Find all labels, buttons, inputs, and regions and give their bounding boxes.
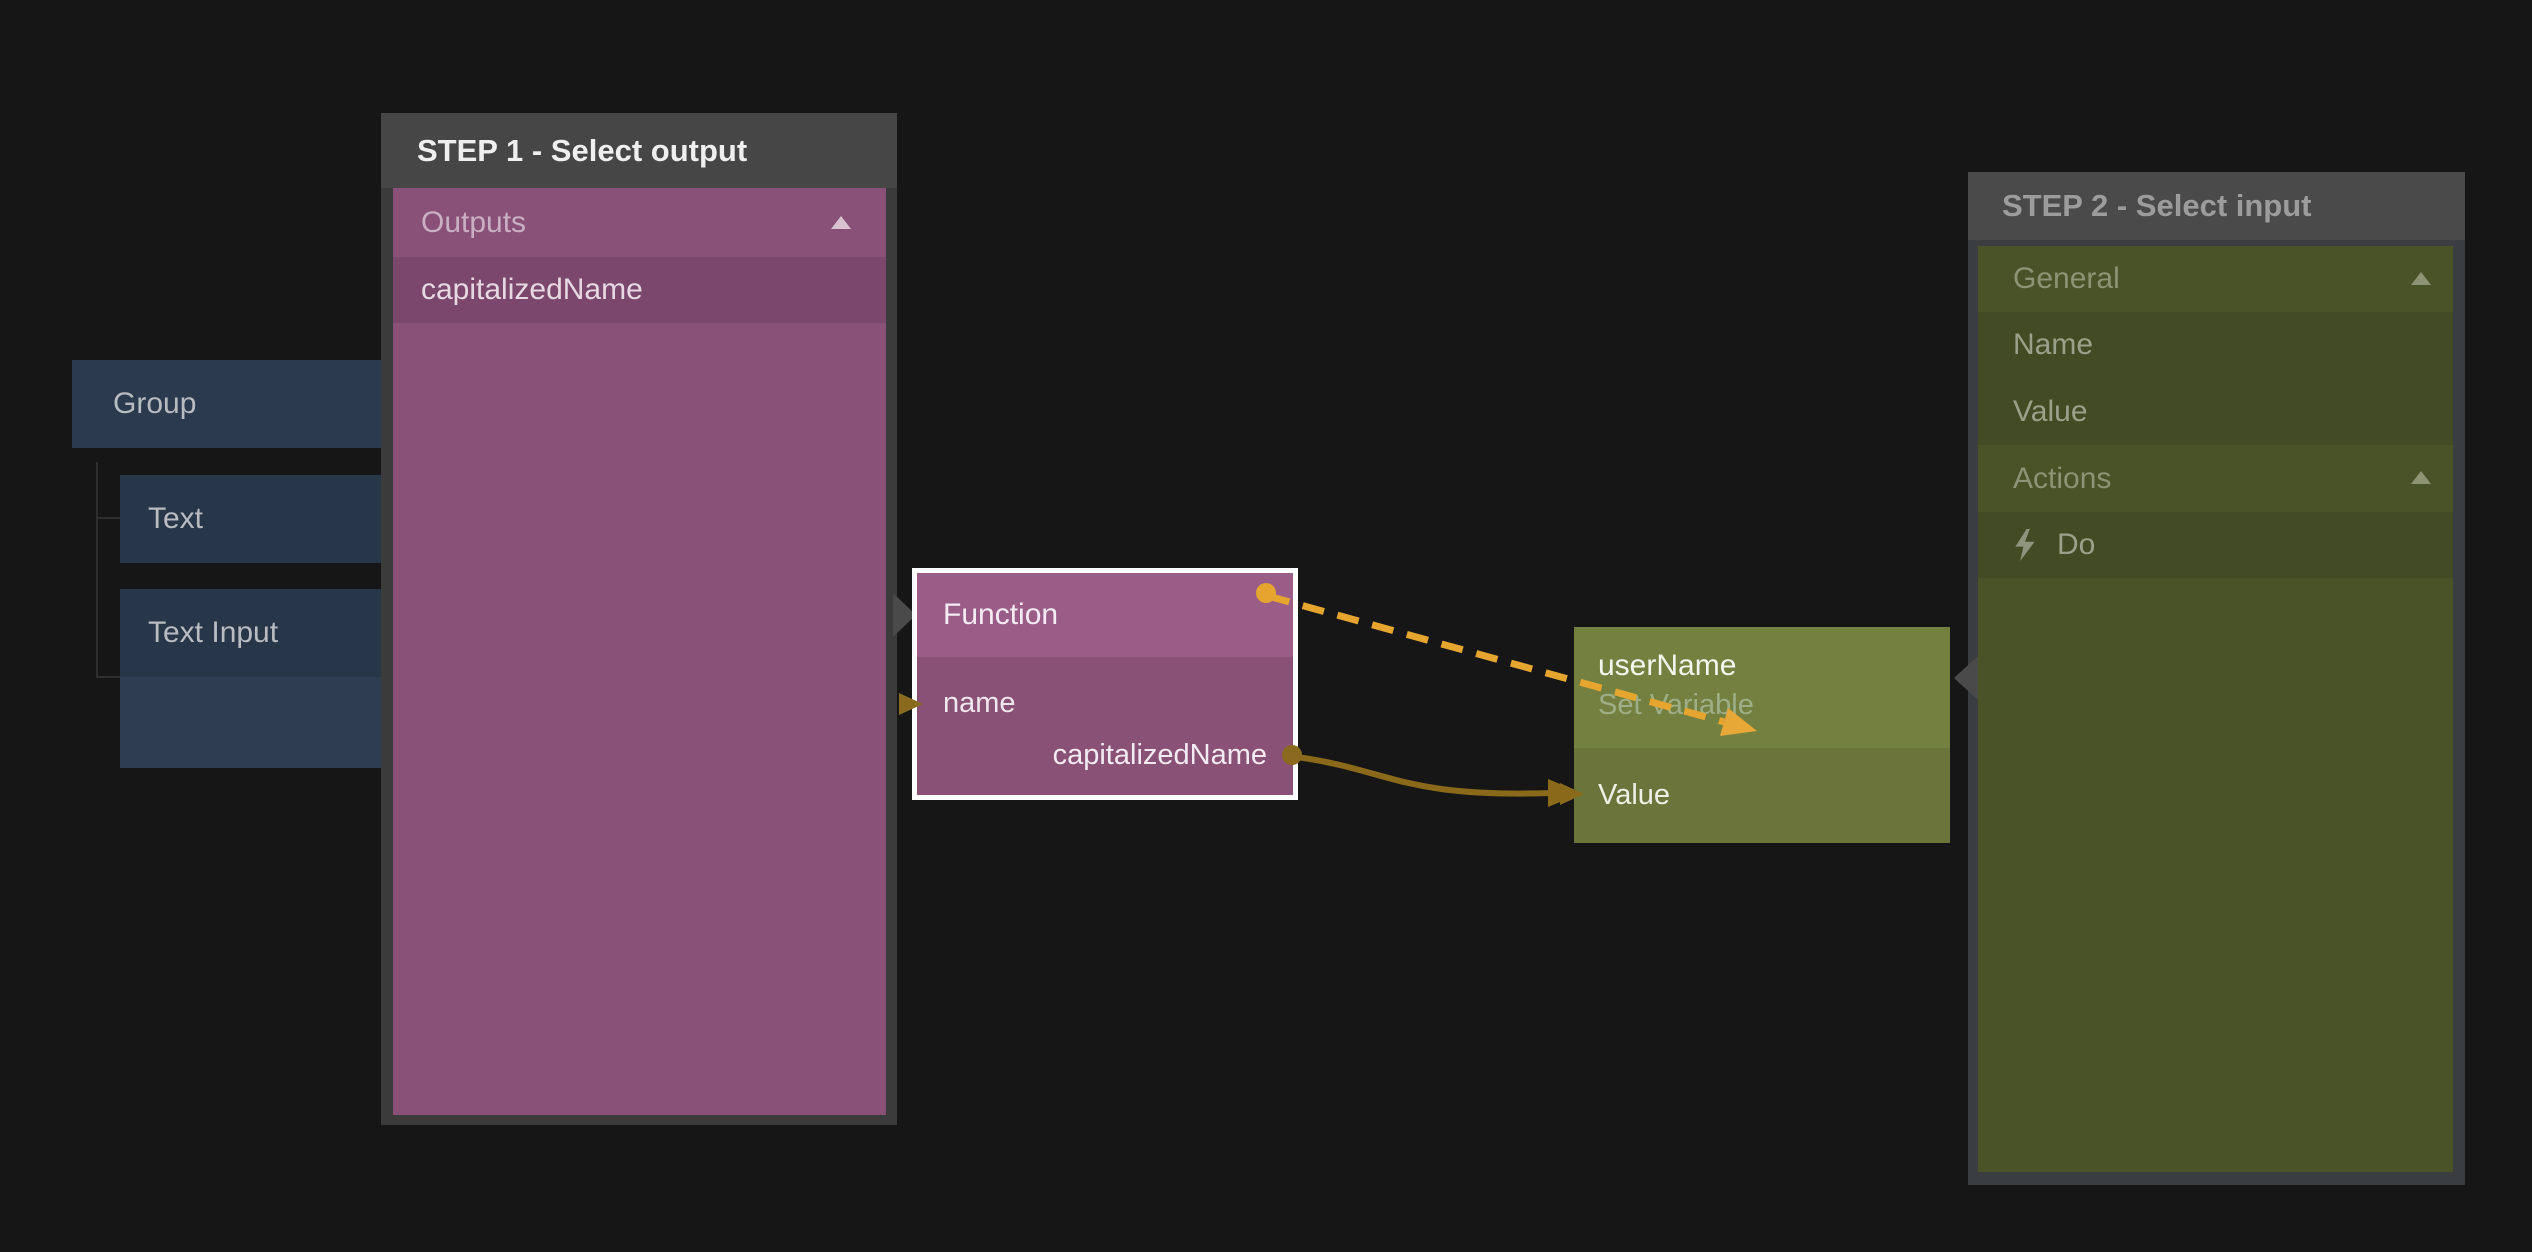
general-section-row[interactable]: General — [1978, 246, 2453, 312]
tree-connector-stub-text — [96, 517, 122, 519]
function-node-header[interactable]: Function — [917, 573, 1293, 657]
function-node-title: Function — [943, 598, 1059, 631]
set-variable-node-title: userName — [1598, 649, 1737, 682]
step2-panel-title: STEP 2 - Select input — [2002, 188, 2312, 223]
input-item-label: Name — [2013, 328, 2094, 361]
input-item-value[interactable]: Value — [1978, 378, 2453, 445]
outputs-section-row[interactable]: Outputs — [393, 188, 886, 257]
step1-port-list: Outputs capitalizedName — [393, 188, 886, 1115]
panel-output-arrow-icon — [893, 593, 916, 637]
step2-panel-header: STEP 2 - Select input — [1968, 172, 2465, 240]
node-text-label: Text — [148, 502, 204, 535]
input-port-arrow-icon[interactable] — [899, 693, 923, 715]
node-text-input-label: Text Input — [148, 616, 279, 649]
node-text-input[interactable]: Text Input — [120, 589, 390, 677]
function-output-capitalizedname[interactable]: capitalizedName — [1052, 739, 1267, 771]
panel-input-arrow-icon — [1954, 656, 1978, 700]
input-port-arrow-icon[interactable] — [1560, 783, 1584, 805]
output-item-capitalizedname[interactable]: capitalizedName — [393, 257, 886, 323]
set-variable-input-label: Value — [1598, 779, 1671, 811]
step1-panel-title: STEP 1 - Select output — [417, 132, 748, 168]
tree-connector-stub-bottom — [96, 676, 122, 678]
outputs-section-label: Outputs — [421, 205, 527, 239]
set-variable-node-header[interactable]: userName Set Variable — [1574, 627, 1950, 748]
set-variable-node[interactable]: userName Set Variable Value — [1560, 627, 1950, 843]
node-group[interactable]: Group — [72, 360, 390, 448]
collapse-up-icon[interactable] — [2411, 272, 2431, 285]
actions-section-row[interactable]: Actions — [1978, 445, 2453, 512]
function-input-name[interactable]: name — [943, 687, 1016, 719]
input-item-label: Do — [2057, 528, 2096, 561]
node-partially-hidden[interactable] — [120, 677, 390, 768]
collapse-up-icon[interactable] — [831, 216, 851, 229]
function-node[interactable]: Function name capitalizedName — [899, 568, 1298, 800]
set-variable-input-value[interactable]: Value — [1574, 748, 1950, 843]
step1-select-output-panel: STEP 1 - Select output Outputs capitaliz… — [381, 113, 916, 1125]
step2-select-input-panel: STEP 2 - Select input General Name Value… — [1954, 172, 2465, 1185]
node-text[interactable]: Text — [120, 475, 390, 563]
set-variable-node-subtitle: Set Variable — [1598, 689, 1754, 721]
tree-connector-vertical — [96, 462, 98, 678]
general-section-label: General — [2013, 262, 2120, 295]
actions-section-label: Actions — [2013, 461, 2112, 495]
collapse-up-icon[interactable] — [2411, 471, 2431, 484]
input-item-name[interactable]: Name — [1978, 312, 2453, 378]
step1-panel-header: STEP 1 - Select output — [381, 113, 897, 188]
lightning-icon — [2015, 529, 2035, 561]
data-connection-wire[interactable] — [1296, 754, 1553, 797]
node-group-label: Group — [113, 387, 197, 420]
step2-port-list: General Name Value Actions Do — [1978, 246, 2453, 1172]
input-item-label: Value — [2013, 394, 2088, 428]
input-item-do[interactable]: Do — [1978, 512, 2453, 578]
output-item-label: capitalizedName — [421, 273, 643, 306]
